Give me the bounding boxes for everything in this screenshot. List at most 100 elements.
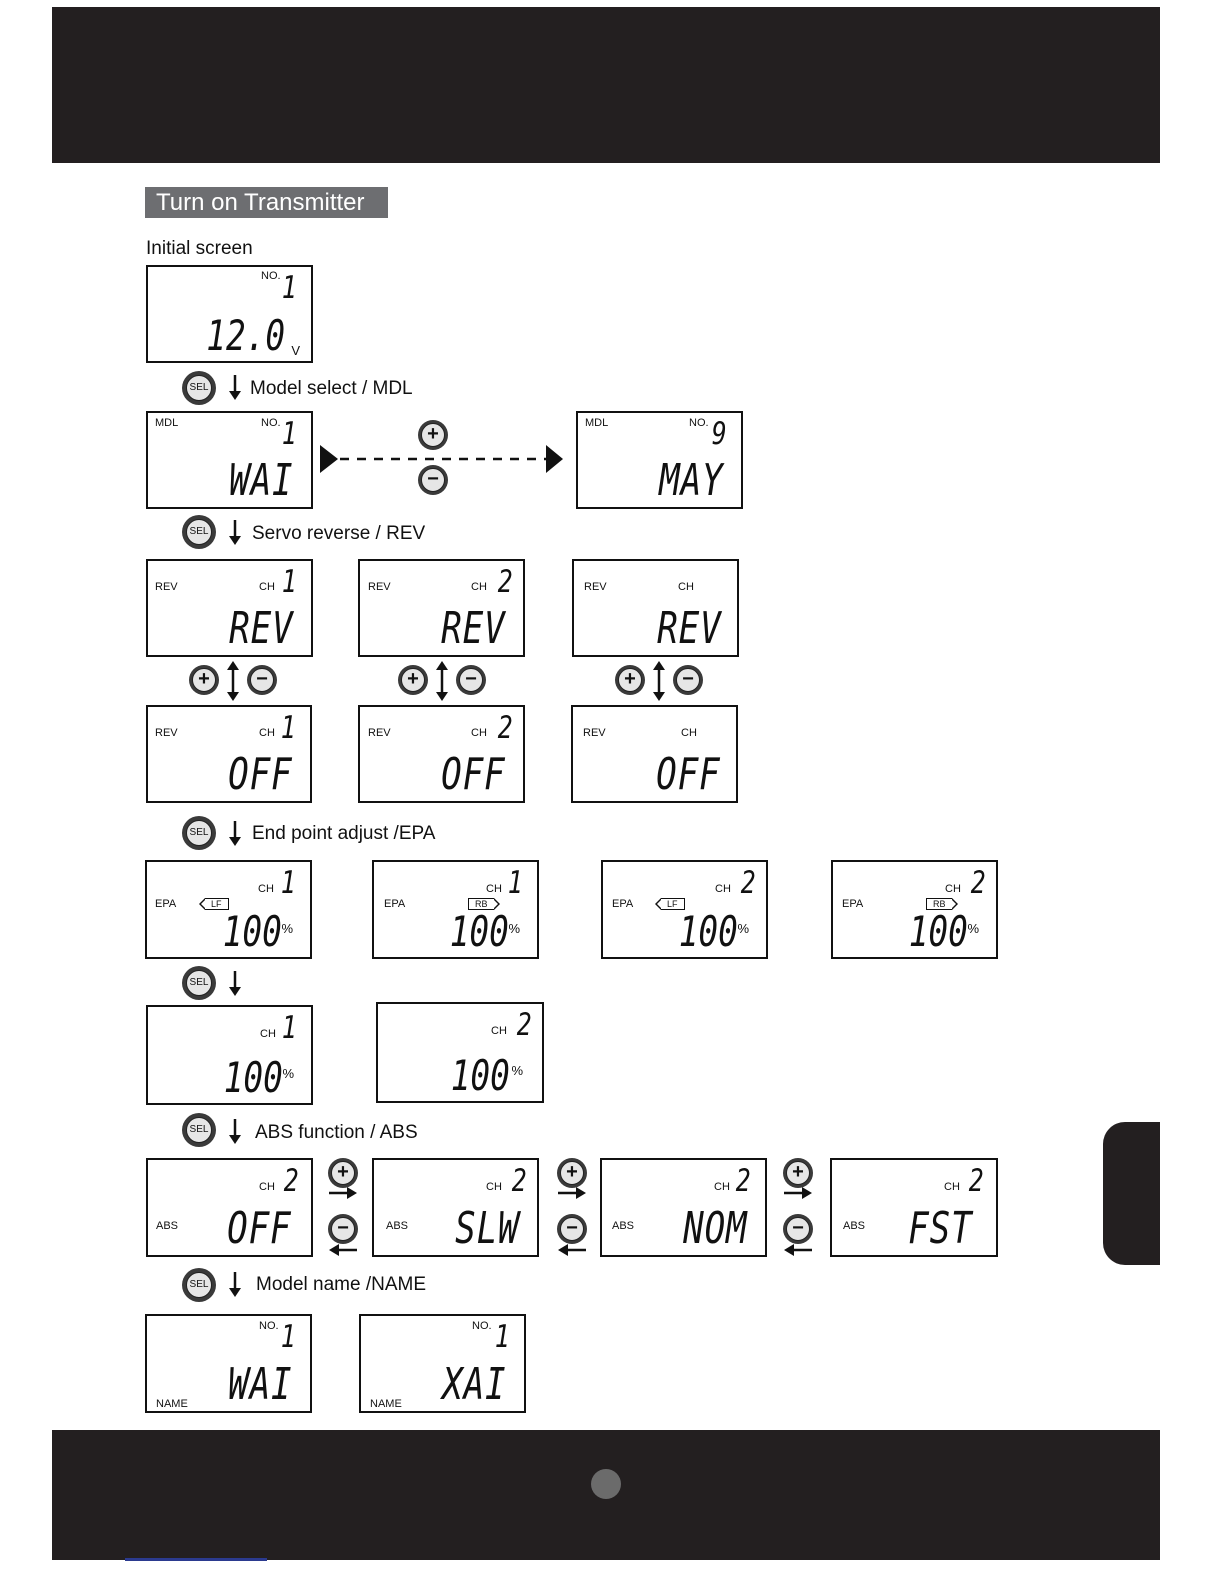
epa-label: EPA	[155, 898, 177, 910]
model-name: WAI	[227, 1359, 292, 1410]
percent-unit: %	[967, 921, 979, 936]
minus-button[interactable]: −	[456, 665, 486, 695]
lcd-rev-ch1-rev: REV CH 1 REV	[146, 559, 313, 657]
rev-label: REV	[583, 727, 606, 739]
epa-value: 100	[908, 907, 968, 956]
abs-label: ABS	[612, 1220, 635, 1232]
minus-button[interactable]: −	[328, 1214, 358, 1244]
channel-number: 2	[498, 710, 513, 746]
name-label: NAME	[370, 1398, 402, 1410]
model-name: WAI	[228, 455, 293, 506]
channel-number: 2	[517, 1007, 532, 1043]
sel-button[interactable]: SEL	[182, 371, 216, 405]
minus-button[interactable]: −	[783, 1214, 813, 1244]
arrow-down-icon	[229, 971, 241, 996]
channel-number: 1	[282, 1010, 297, 1046]
minus-button[interactable]: −	[673, 665, 703, 695]
lcd-mdl-1: MDL NO. 1 WAI	[146, 411, 313, 509]
epa-value: 100	[449, 907, 509, 956]
minus-button[interactable]: −	[418, 465, 448, 495]
arrow-left-icon	[558, 1244, 586, 1256]
plus-button[interactable]: +	[615, 665, 645, 695]
channel-number: 2	[498, 564, 513, 600]
minus-button[interactable]: −	[247, 665, 277, 695]
minus-button[interactable]: −	[557, 1214, 587, 1244]
step-caption-epa: End point adjust /EPA	[252, 823, 436, 844]
plus-button[interactable]: +	[783, 1158, 813, 1188]
sel-button[interactable]: SEL	[182, 515, 216, 549]
epa-label: EPA	[612, 898, 634, 910]
arrow-right-icon	[784, 1187, 812, 1199]
model-number: 9	[712, 416, 727, 452]
lcd-abs-fst: ABS CH 2 FST	[830, 1158, 998, 1257]
channel-number: 1	[281, 865, 296, 901]
arrow-right-icon	[558, 1187, 586, 1199]
ch-label: CH	[471, 727, 487, 739]
channel-number: 2	[971, 865, 986, 901]
header-band	[52, 7, 1160, 163]
sel-button[interactable]: SEL	[182, 966, 216, 1000]
rev-value: REV	[656, 603, 721, 654]
rev-label: REV	[368, 727, 391, 739]
section-title: Turn on Transmitter	[145, 187, 388, 218]
direction-tag: LF	[655, 898, 685, 910]
no-label: NO.	[689, 417, 709, 429]
arrow-right-icon	[329, 1187, 357, 1199]
battery-voltage: 12.0	[206, 311, 285, 360]
direction-tag: RB	[926, 898, 957, 910]
step-caption-mdl: Model select / MDL	[250, 378, 413, 399]
model-name: XAI	[441, 1359, 506, 1410]
lcd-rev-ch-off: REV CH OFF	[571, 705, 738, 803]
rev-label: REV	[155, 727, 178, 739]
model-number: 1	[281, 1319, 296, 1355]
ch-label: CH	[258, 883, 274, 895]
plus-button[interactable]: +	[189, 665, 219, 695]
percent-unit: %	[508, 921, 520, 936]
ch-label: CH	[945, 883, 961, 895]
rev-value: OFF	[440, 749, 505, 800]
step-caption-initial: Initial screen	[146, 238, 253, 259]
arrow-up-down-icon	[227, 661, 239, 701]
arrow-down-icon	[229, 375, 241, 400]
lcd-epa-ch2-lf: EPA LF CH 2 100 %	[601, 860, 768, 959]
abs-label: ABS	[156, 1220, 179, 1232]
ch-label: CH	[486, 1181, 502, 1193]
lcd-name-wai: NAME NO. 1 WAI	[145, 1314, 312, 1413]
sel-button[interactable]: SEL	[182, 1268, 216, 1302]
channel-number: 2	[736, 1163, 751, 1199]
footer-accent-line	[125, 1558, 267, 1561]
lcd-epa-ch2-rb: EPA RB CH 2 100 %	[831, 860, 998, 959]
abs-value: NOM	[682, 1203, 747, 1254]
epa-value: 100	[222, 907, 282, 956]
voltage-unit: V	[291, 343, 300, 358]
abs-label: ABS	[386, 1220, 409, 1232]
abs-value: OFF	[226, 1203, 291, 1254]
lcd-epa-ch1-lf: EPA LF CH 1 100 %	[145, 860, 312, 959]
epa-value: 100	[678, 907, 738, 956]
percent-unit: %	[282, 1066, 294, 1081]
abs-value: SLW	[454, 1203, 519, 1254]
lcd-mdl-9: MDL NO. 9 MAY	[576, 411, 743, 509]
model-number: 1	[495, 1319, 510, 1355]
channel-number: 2	[969, 1163, 984, 1199]
percent-unit: %	[281, 921, 293, 936]
arrow-down-icon	[229, 1119, 241, 1144]
lcd-rev-ch1-off: REV CH 1 OFF	[146, 705, 312, 803]
ch-label: CH	[491, 1025, 507, 1037]
percent-unit: %	[737, 921, 749, 936]
lcd-abs-off: ABS CH 2 OFF	[146, 1158, 313, 1257]
arrow-up-down-icon	[436, 661, 448, 701]
arrow-left-icon	[329, 1244, 357, 1256]
abs-label: ABS	[843, 1220, 866, 1232]
lcd-abs-nom: ABS CH 2 NOM	[600, 1158, 767, 1257]
arrow-down-icon	[229, 520, 241, 545]
plus-button[interactable]: +	[557, 1158, 587, 1188]
sel-button[interactable]: SEL	[182, 816, 216, 850]
channel-number: 2	[741, 865, 756, 901]
plus-button[interactable]: +	[398, 665, 428, 695]
plus-button[interactable]: +	[418, 420, 448, 450]
ch-label: CH	[259, 727, 275, 739]
ch-label: CH	[944, 1181, 960, 1193]
sel-button[interactable]: SEL	[182, 1113, 216, 1147]
plus-button[interactable]: +	[328, 1158, 358, 1188]
